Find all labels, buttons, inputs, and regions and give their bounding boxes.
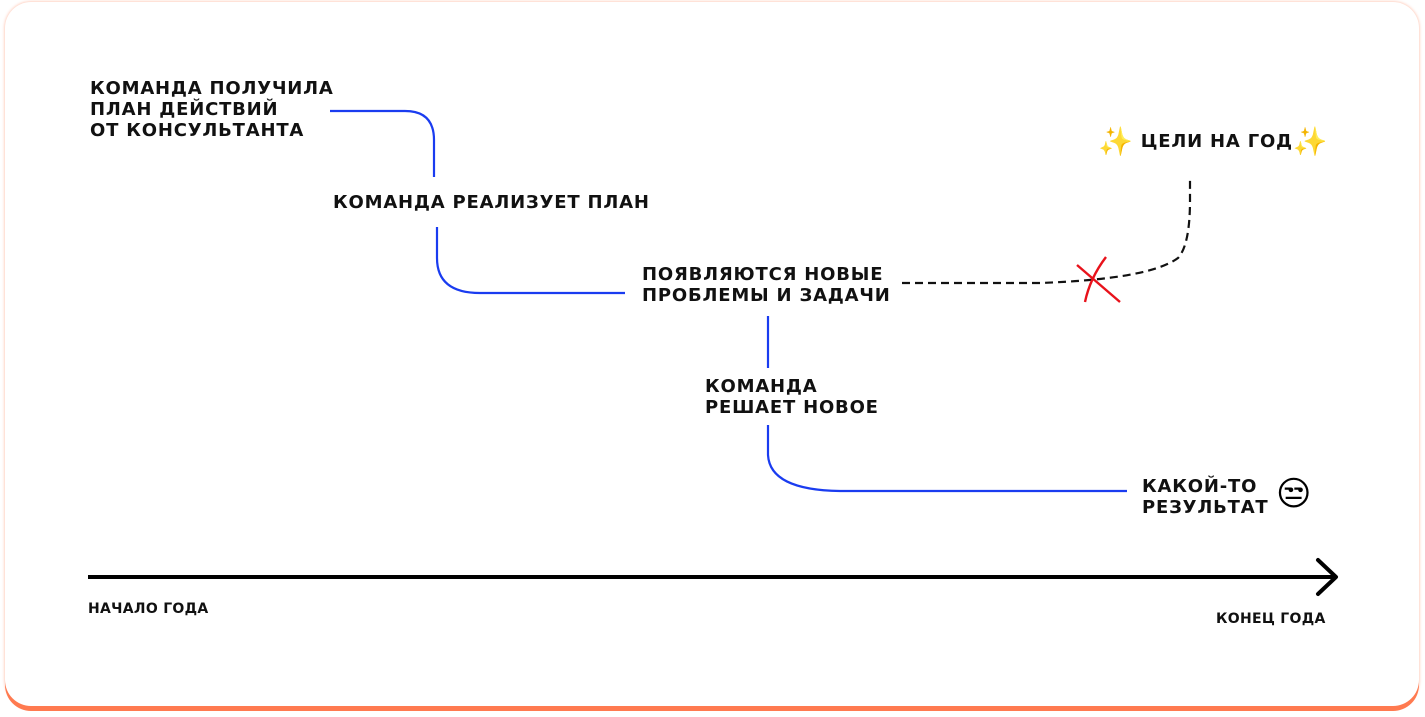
text-line: ПЛАН ДЕЙСТВИЙ (90, 99, 279, 120)
text-line: РЕШАЕТ НОВОЕ (705, 397, 879, 418)
actual-path-segment-2 (435, 227, 625, 295)
axis-arrowhead-icon (1316, 558, 1338, 596)
time-axis (88, 558, 1338, 596)
label-goals: ✨ ЦЕЛИ НА ГОД✨ (1098, 124, 1329, 160)
text-line: КОМАНДА ПОЛУЧИЛА (90, 78, 334, 99)
planned-path (902, 176, 1192, 285)
text-line: КАКОЙ-ТО (1142, 476, 1258, 497)
actual-path-segment-4 (766, 425, 1127, 493)
sparkles-icon: ✨ (1098, 125, 1134, 158)
sparkles-icon: ✨ (1292, 125, 1329, 158)
axis-start-label: НАЧАЛО ГОДА (88, 601, 209, 617)
text-line: РЕЗУЛЬТАТ (1142, 497, 1269, 518)
label-some-result: КАКОЙ-ТО РЕЗУЛЬТАТ (1142, 476, 1269, 518)
text-line: ПРОБЛЕМЫ И ЗАДАЧИ (642, 285, 891, 306)
cross-mark-icon (1076, 256, 1121, 303)
goals-text: ЦЕЛИ НА ГОД (1140, 131, 1293, 152)
diagram-card (5, 2, 1419, 706)
label-solving-new: КОМАНДА РЕШАЕТ НОВОЕ (705, 376, 879, 418)
label-implementing: КОМАНДА РЕАЛИЗУЕТ ПЛАН (333, 192, 650, 213)
text-line: КОМАНДА (705, 376, 818, 397)
text-line: ПОЯВЛЯЮТСЯ НОВЫЕ (642, 264, 884, 285)
text-line: ОТ КОНСУЛЬТАНТА (90, 120, 305, 141)
unamused-face-icon: 😒 (1276, 474, 1312, 514)
actual-path-segment-1 (330, 109, 436, 177)
label-new-problems: ПОЯВЛЯЮТСЯ НОВЫЕ ПРОБЛЕМЫ И ЗАДАЧИ (642, 264, 891, 306)
axis-end-label: КОНЕЦ ГОДА (1216, 611, 1326, 627)
label-plan-received: КОМАНДА ПОЛУЧИЛА ПЛАН ДЕЙСТВИЙ ОТ КОНСУЛ… (90, 78, 334, 141)
